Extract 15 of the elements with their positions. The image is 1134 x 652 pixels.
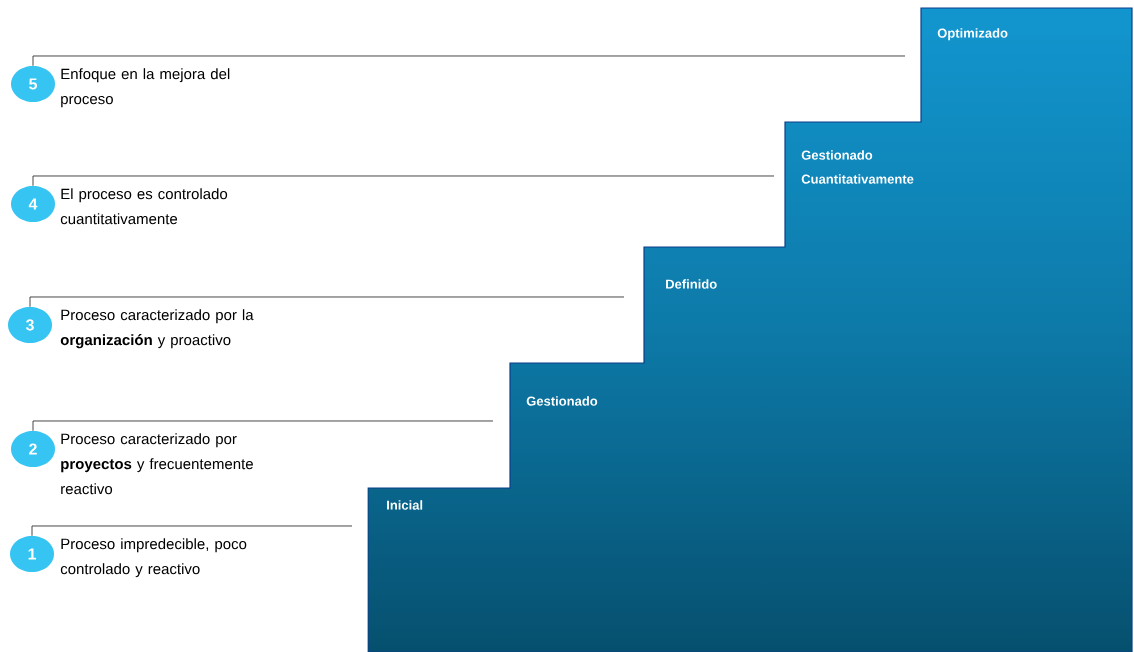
step-label: Inicial xyxy=(387,500,423,510)
description-text: El proceso es controlado cuantitativamente xyxy=(60,188,228,225)
step-label: Optimizado xyxy=(937,28,1008,41)
leader-line xyxy=(29,296,625,308)
step-label: Definido xyxy=(666,279,717,289)
leader-line xyxy=(32,55,906,67)
description-text: Enfoque en la mejora del proceso xyxy=(61,68,230,108)
step-label: Gestionado Cuantitativamente xyxy=(801,150,914,184)
leader-line xyxy=(31,525,353,537)
step-label: Gestionado xyxy=(526,396,598,406)
description-text: Proceso caracterizado por la organización y proactivo xyxy=(60,309,254,349)
description-text: Proceso caracterizado por proyectos y frecuentemente reactivo xyxy=(61,433,253,495)
description-text: Proceso impredecible, poco controlado y reactivo xyxy=(60,538,247,578)
leader-line xyxy=(32,420,494,432)
leader-line xyxy=(32,175,775,187)
